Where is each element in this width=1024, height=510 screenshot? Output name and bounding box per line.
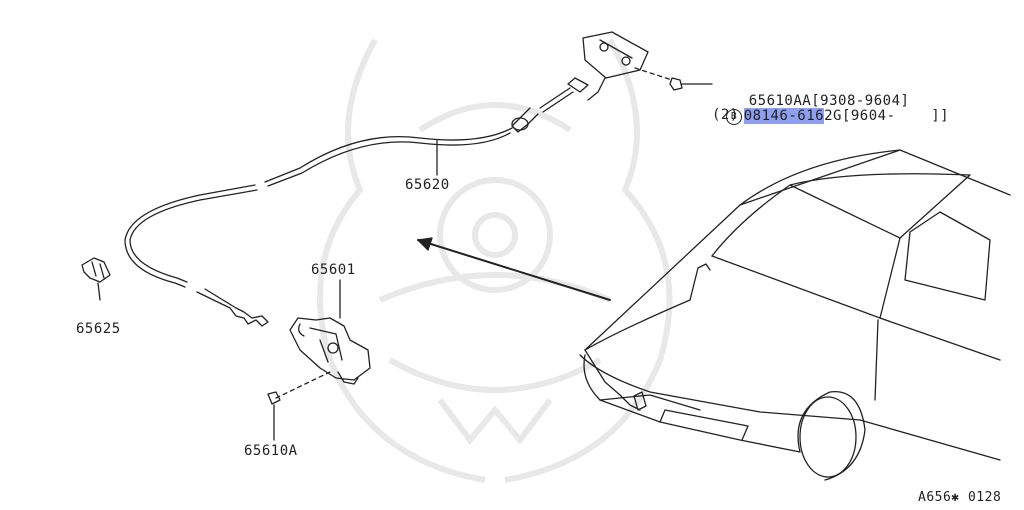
cable-end-latch [196,288,269,327]
highlighted-part-number: 08146-616 [743,108,825,124]
diagram-code: A656✱ 0128 [918,490,1002,505]
label-65610aa: 65610AA[9308-9604] [748,93,910,109]
label-65610a: 65610A [244,443,298,459]
bolt-65610a [267,391,281,405]
label-08146-qty: (2) [712,107,739,123]
b-symbol-icon: B [725,109,742,125]
label-65620: 65620 [405,177,450,193]
release-handle-bracket [582,31,649,101]
hood-lock-65601 [289,279,371,385]
label-65601: 65601 [311,262,356,278]
clip-65625 [81,257,111,301]
cable-end-fitting [567,77,589,93]
label-65625: 65625 [76,321,121,337]
car-illustration [579,149,1011,481]
